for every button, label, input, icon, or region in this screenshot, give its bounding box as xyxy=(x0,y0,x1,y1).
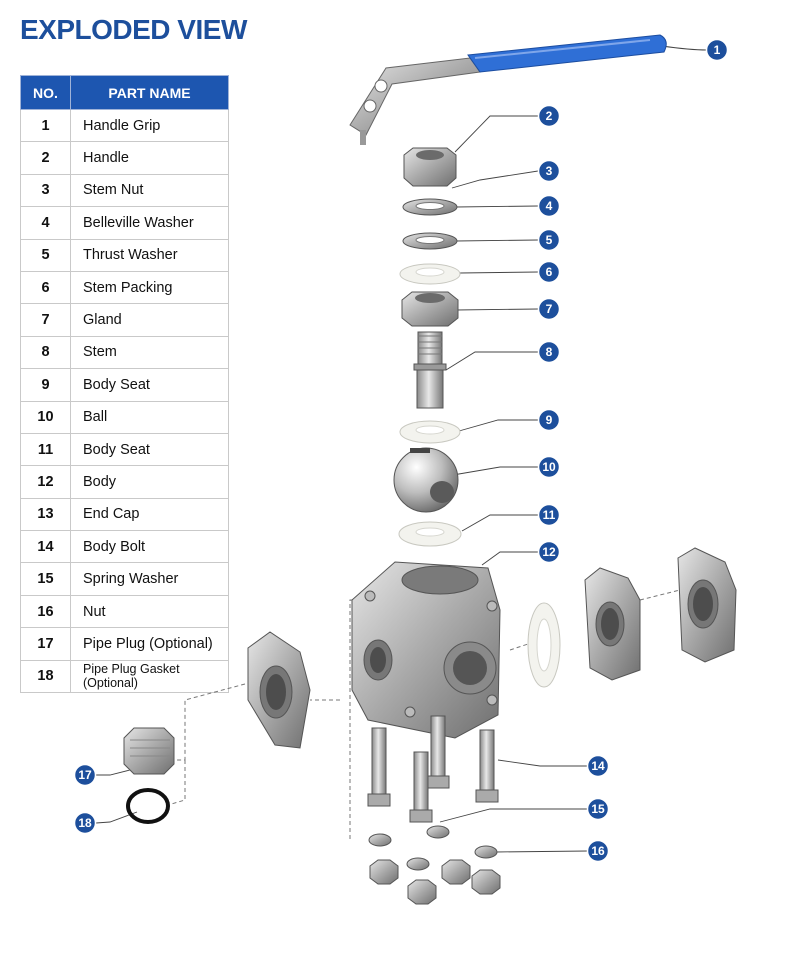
row-part-name: Gland xyxy=(70,303,229,337)
row-part-name: Thrust Washer xyxy=(70,238,229,272)
row-no: 7 xyxy=(20,303,71,337)
callout-8: 8 xyxy=(537,340,561,364)
callout-2: 2 xyxy=(537,104,561,128)
ball xyxy=(393,447,459,513)
svg-text:6: 6 xyxy=(546,265,553,279)
callout-16: 16 xyxy=(586,839,610,863)
end-cap-right xyxy=(584,567,641,681)
header-no: NO. xyxy=(20,75,71,110)
body xyxy=(351,561,501,739)
svg-text:14: 14 xyxy=(591,759,605,773)
row-part-name: Ball xyxy=(70,400,229,434)
callout-4: 4 xyxy=(537,194,561,218)
pipe-plug xyxy=(123,727,175,775)
row-part-name: Stem xyxy=(70,335,229,370)
stem-packing xyxy=(399,263,461,285)
row-part-name: Pipe Plug Gasket (Optional) xyxy=(70,659,229,694)
row-part-name: Stem Packing xyxy=(70,270,229,305)
leader-lines xyxy=(95,45,708,853)
row-part-name: End Cap xyxy=(70,497,229,532)
callout-11: 11 xyxy=(537,503,561,527)
row-no: 6 xyxy=(20,270,71,305)
row-no: 10 xyxy=(20,400,71,434)
callout-3: 3 xyxy=(537,159,561,183)
row-part-name: Handle xyxy=(70,141,229,175)
svg-text:5: 5 xyxy=(546,233,553,247)
pipe-plug-gasket xyxy=(126,788,170,824)
callout-5: 5 xyxy=(537,228,561,252)
row-part-name: Spring Washer xyxy=(70,562,229,596)
svg-text:8: 8 xyxy=(546,345,553,359)
body-seat-lower xyxy=(398,521,462,547)
body-seat-right xyxy=(527,602,561,688)
belleville-washer xyxy=(402,198,458,216)
callouts: 1 2 3 4 5 6 7 8 9 10 11 12 14 15 16 17 1… xyxy=(73,38,729,863)
row-no: 3 xyxy=(20,173,71,208)
callout-1: 1 xyxy=(705,38,729,62)
nuts xyxy=(369,859,501,905)
callout-14: 14 xyxy=(586,754,610,778)
end-cap-left xyxy=(247,631,311,749)
spring-washers xyxy=(368,825,498,871)
gland xyxy=(401,291,459,327)
row-part-name: Pipe Plug (Optional) xyxy=(70,627,229,661)
handle-grip xyxy=(467,34,667,73)
svg-text:15: 15 xyxy=(591,802,605,816)
row-part-name: Body Bolt xyxy=(70,530,229,564)
callout-15: 15 xyxy=(586,797,610,821)
row-no: 9 xyxy=(20,368,71,402)
callout-10: 10 xyxy=(537,455,561,479)
row-part-name: Belleville Washer xyxy=(70,206,229,240)
svg-text:10: 10 xyxy=(542,460,556,474)
svg-text:16: 16 xyxy=(591,844,605,858)
svg-text:3: 3 xyxy=(546,164,553,178)
row-part-name: Body Seat xyxy=(70,432,229,467)
stem xyxy=(413,331,447,409)
header-part-name: PART NAME xyxy=(70,75,229,110)
callout-9: 9 xyxy=(537,408,561,432)
body-seat-upper xyxy=(399,420,461,444)
svg-text:17: 17 xyxy=(78,768,92,782)
stem-nut xyxy=(403,147,457,187)
end-cap-far-right xyxy=(677,547,737,663)
page-title: EXPLODED VIEW xyxy=(20,14,247,45)
svg-text:4: 4 xyxy=(546,199,553,213)
thrust-washer xyxy=(402,232,458,250)
svg-text:7: 7 xyxy=(546,302,553,316)
body-bolts xyxy=(367,715,499,823)
callout-6: 6 xyxy=(537,260,561,284)
callout-7: 7 xyxy=(537,297,561,321)
handle xyxy=(349,57,481,145)
svg-text:12: 12 xyxy=(542,545,556,559)
row-no: 11 xyxy=(20,432,71,467)
callout-12: 12 xyxy=(537,540,561,564)
row-no: 14 xyxy=(20,530,71,564)
callout-17: 17 xyxy=(73,763,97,787)
callout-18: 18 xyxy=(73,811,97,835)
svg-text:9: 9 xyxy=(546,413,553,427)
svg-text:11: 11 xyxy=(543,508,556,522)
svg-text:1: 1 xyxy=(714,43,721,57)
svg-text:18: 18 xyxy=(78,816,92,830)
svg-text:2: 2 xyxy=(546,109,553,123)
row-no: 17 xyxy=(20,627,71,661)
table-header-row: NO. PART NAME xyxy=(20,75,229,110)
